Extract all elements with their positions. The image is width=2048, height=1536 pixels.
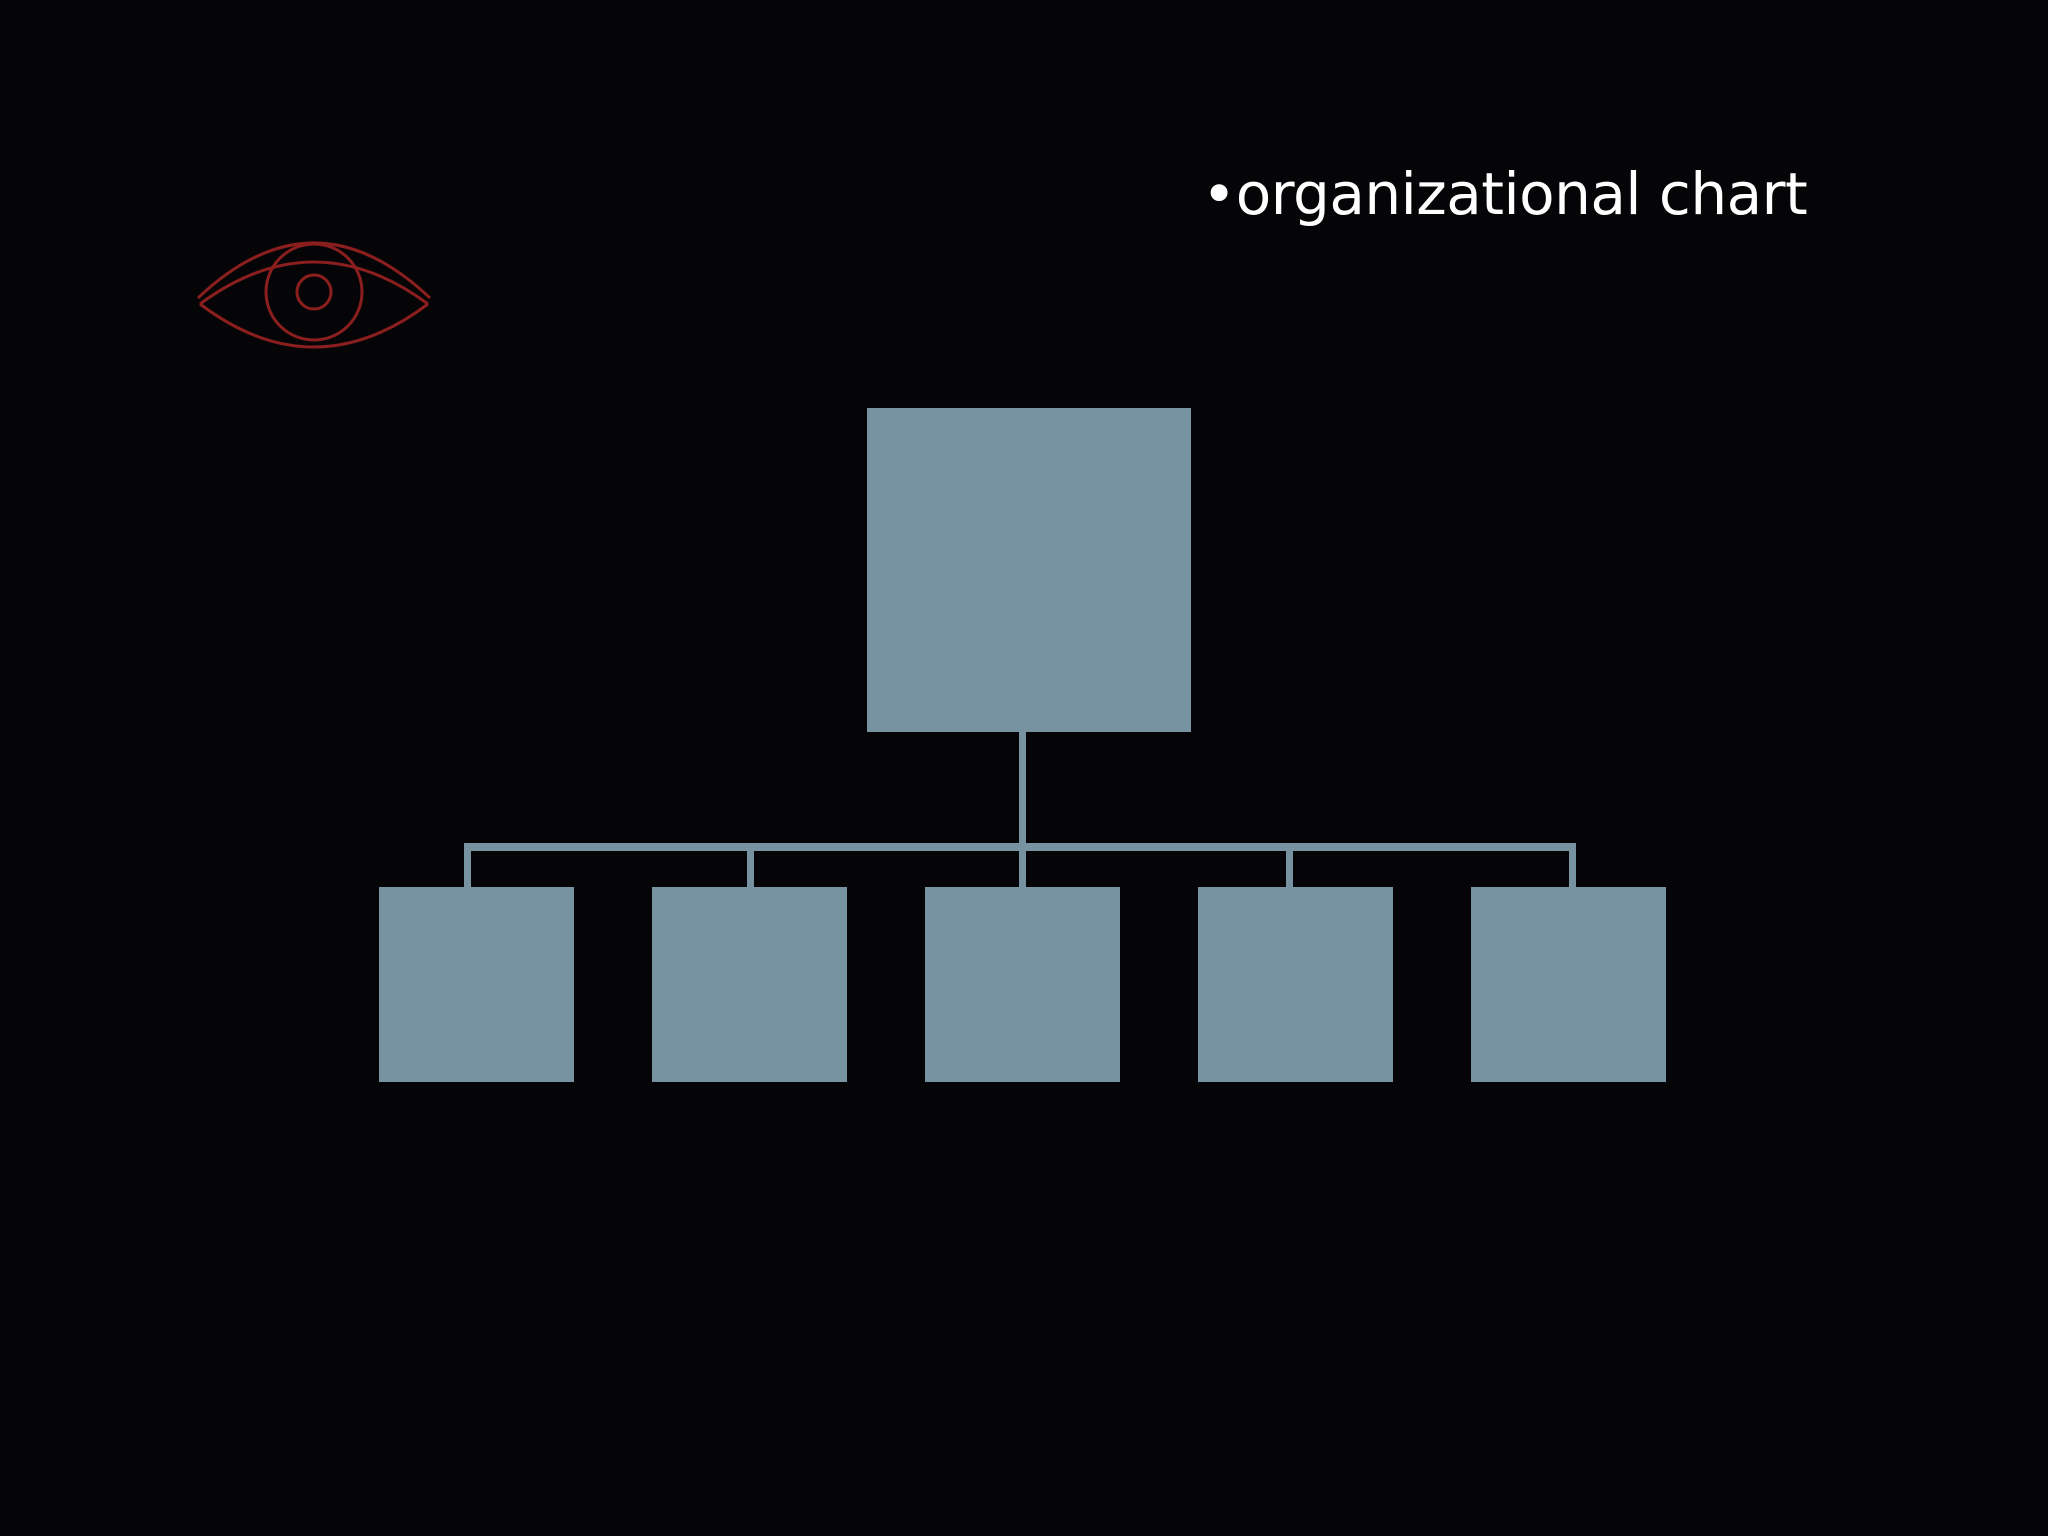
org-box-top <box>867 408 1191 732</box>
connector-drop-2 <box>747 843 754 889</box>
org-box-child-1 <box>379 887 574 1082</box>
org-box-child-5 <box>1471 887 1666 1082</box>
org-box-child-4 <box>1198 887 1393 1082</box>
connector-drop-1 <box>464 843 471 889</box>
connector-drop-3 <box>1019 843 1026 889</box>
connector-vertical-root <box>1019 732 1026 845</box>
eye-icon <box>196 241 432 349</box>
connector-drop-5 <box>1569 843 1576 889</box>
org-box-child-3 <box>925 887 1120 1082</box>
connector-drop-4 <box>1286 851 1293 889</box>
org-box-child-2 <box>652 887 847 1082</box>
slide-title: •organizational chart <box>1202 160 1808 228</box>
